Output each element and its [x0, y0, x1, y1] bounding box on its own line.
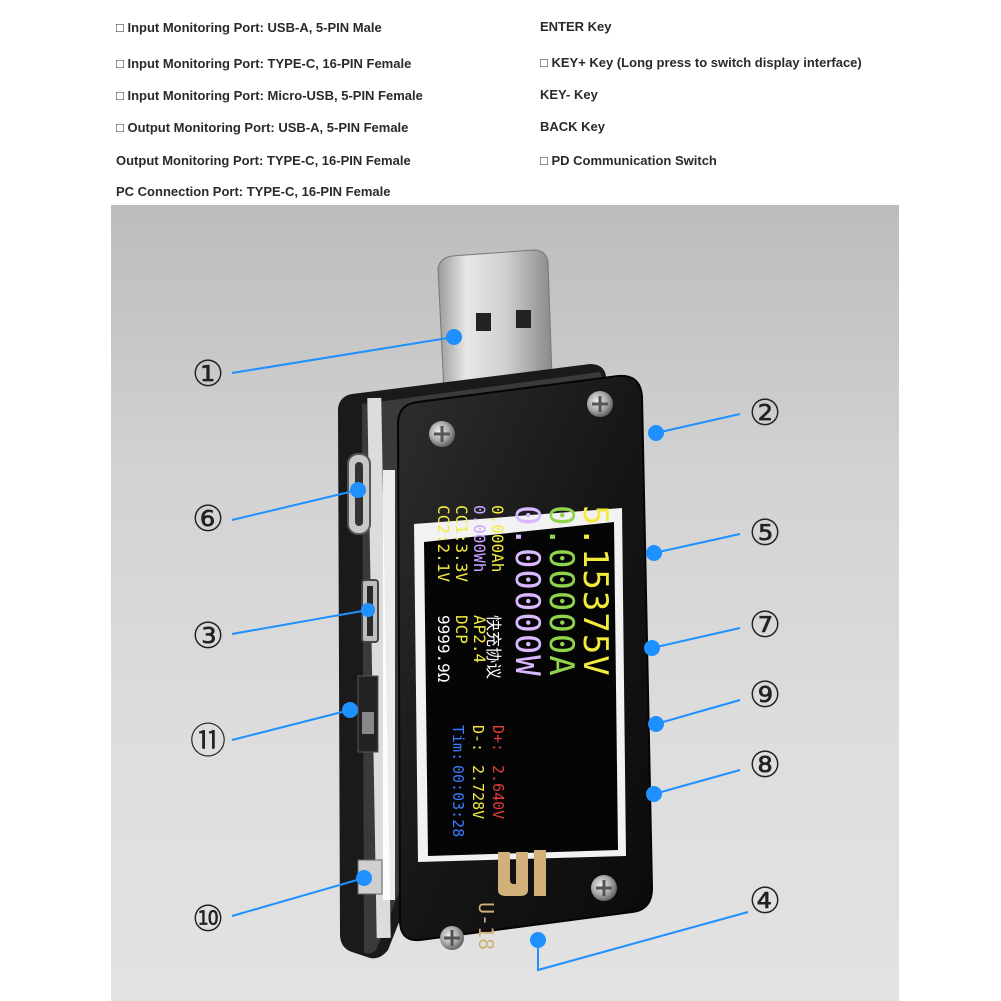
cc1-reading: CC1:3.3V [452, 505, 471, 583]
legend-item-1: □ Input Monitoring Port: USB-A, 5-PIN Ma… [116, 20, 382, 35]
legend-item-11: □ PD Communication Switch [540, 153, 717, 168]
marker-1: ① [191, 354, 225, 395]
brand-logo [498, 850, 546, 896]
energy-reading: 0.000Wh [470, 505, 489, 573]
protocol-value-2: DCP [452, 615, 471, 644]
legend-item-8: □ KEY+ Key (Long press to switch display… [540, 55, 862, 70]
marker-7: ⑦ [748, 605, 782, 646]
screw-icon [591, 875, 617, 901]
marker-4: ④ [748, 881, 782, 922]
legend-item-4: □ Output Monitoring Port: USB-A, 5-PIN F… [116, 120, 409, 135]
marker-2: ② [748, 393, 782, 434]
marker-10: ⑩ [191, 899, 225, 940]
marker-5: ⑤ [748, 513, 782, 554]
screw-icon [429, 421, 455, 447]
marker-3: ③ [191, 616, 225, 657]
side-button [357, 859, 383, 895]
legend: □ Input Monitoring Port: USB-A, 5-PIN Ma… [0, 0, 1001, 205]
cc2-reading: CC2:2.1V [434, 505, 453, 583]
current-reading: 0.00000A [541, 505, 581, 677]
power-reading: 0.00000W [507, 505, 547, 677]
legend-item-6: PC Connection Port: TYPE-C, 16-PIN Femal… [116, 184, 391, 199]
time-label: Tim: [449, 725, 467, 762]
legend-item-5: Output Monitoring Port: TYPE-C, 16-PIN F… [116, 153, 411, 168]
screw-icon [587, 391, 613, 417]
dminus-value: 2.728V [469, 765, 487, 820]
lcd-screen [424, 522, 618, 856]
dminus-label: D-: [469, 725, 487, 753]
marker-8: ⑧ [748, 745, 782, 786]
legend-item-7: ENTER Key [540, 19, 612, 34]
resistance-reading: 9999.9Ω [434, 615, 453, 683]
legend-item-2: □ Input Monitoring Port: TYPE-C, 16-PIN … [116, 56, 412, 71]
legend-item-9: KEY- Key [540, 87, 598, 102]
lcd-readout: 5.15375V 0.00000A 0.00000W 0.000Ah 0.000… [425, 495, 615, 875]
capacity-reading: 0.000Ah [488, 505, 507, 573]
marker-6: ⑥ [191, 499, 225, 540]
screw-icon [440, 926, 464, 950]
time-value: 00:03:28 [449, 765, 467, 838]
voltage-reading: 5.15375V [575, 505, 615, 677]
marker-9: ⑨ [748, 675, 782, 716]
dplus-label: D+: [489, 725, 507, 753]
marker-11: ⑪ [189, 721, 226, 762]
dplus-value: 2.640V [489, 765, 507, 820]
protocol-value-1: AP2.4 [470, 615, 489, 664]
legend-item-10: BACK Key [540, 119, 606, 134]
legend-item-3: □ Input Monitoring Port: Micro-USB, 5-PI… [116, 88, 423, 103]
brand-model: U-18 [474, 902, 498, 951]
